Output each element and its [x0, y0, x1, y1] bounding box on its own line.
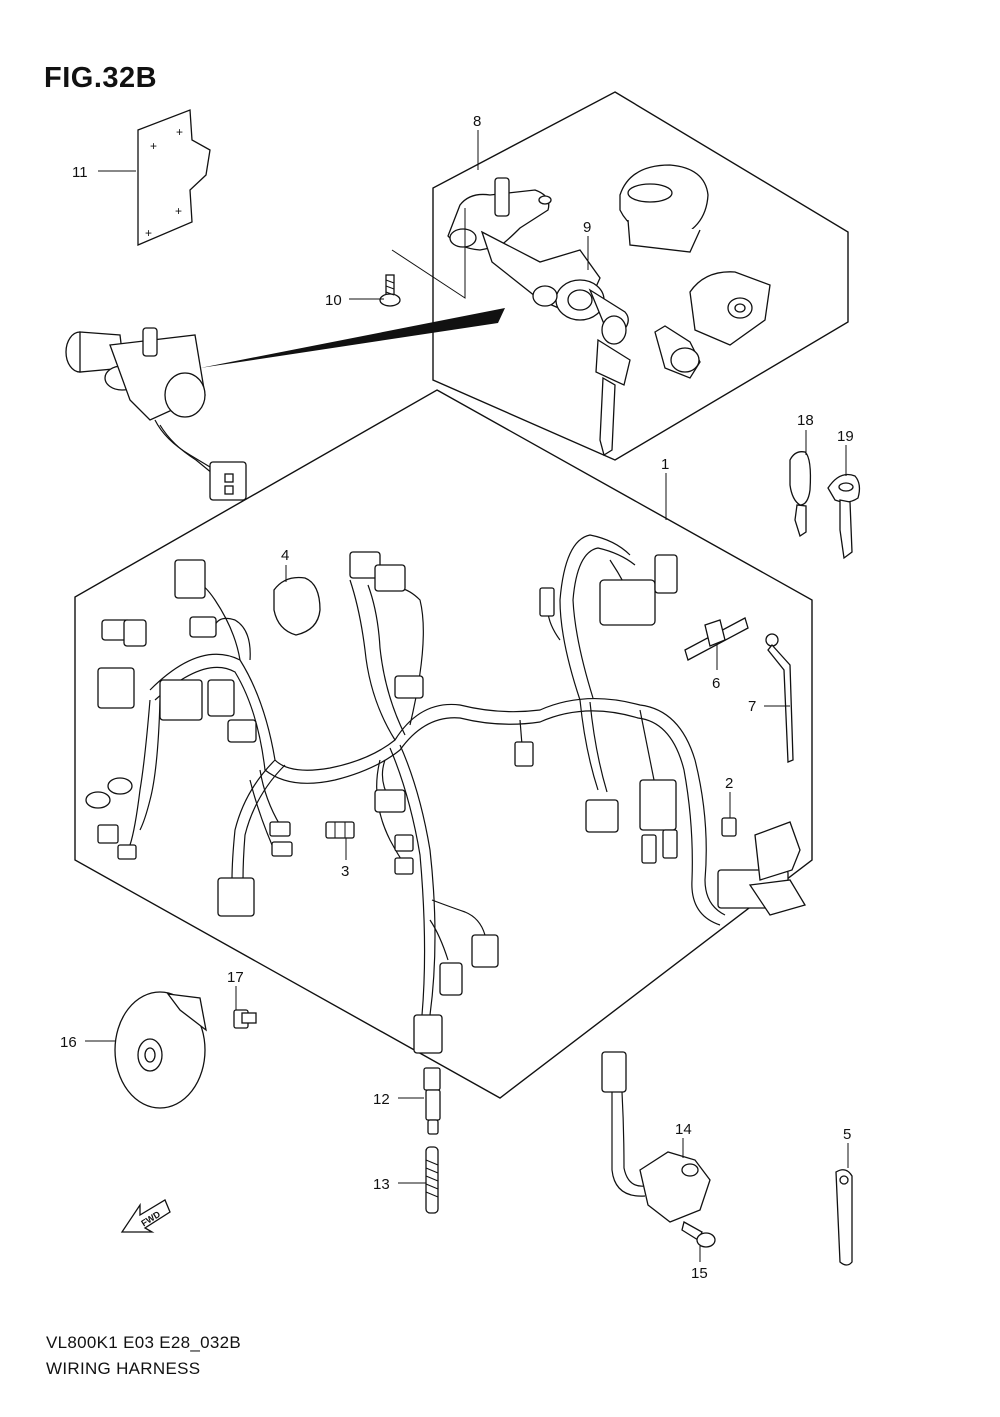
callout-18: 18 — [797, 412, 814, 429]
bolt-10-part — [379, 274, 401, 307]
group-reference-wedge — [200, 308, 505, 368]
callout-8: 8 — [473, 113, 481, 130]
callout-11: 11 — [72, 164, 88, 181]
spring-13-part — [425, 1146, 439, 1214]
callout-1: 1 — [661, 456, 669, 473]
horn-16-part — [114, 991, 207, 1109]
diagram-name: WIRING HARNESS — [46, 1359, 201, 1378]
callout-15: 15 — [691, 1265, 708, 1282]
ignition-switch-part — [447, 177, 631, 457]
callout-19: 19 — [837, 428, 854, 445]
bolt-17-part — [233, 1009, 257, 1029]
svg-text:+: + — [150, 139, 157, 153]
sensor-14-part — [601, 1051, 711, 1223]
clamp-6-part — [684, 617, 749, 661]
callout-9: 9 — [583, 219, 591, 236]
ignition-switch-assembly-part — [65, 327, 247, 501]
harness-connectors — [85, 551, 806, 1054]
lock-cap-part — [619, 164, 709, 253]
callout-labels: 1 2 3 4 5 6 7 8 9 10 11 12 13 14 15 16 1… — [60, 113, 854, 1282]
figure-title: FIG.32B — [44, 62, 158, 94]
callout-3: 3 — [341, 863, 349, 880]
fuse-2-part — [721, 817, 737, 837]
diagram-code: VL800K1 E03 E28_032B — [46, 1333, 242, 1352]
switch-12-part — [423, 1067, 441, 1135]
callout-12: 12 — [373, 1091, 390, 1108]
callout-7: 7 — [748, 698, 756, 715]
callout-2: 2 — [725, 775, 733, 792]
svg-text:+: + — [175, 204, 182, 218]
callout-16: 16 — [60, 1034, 77, 1051]
forward-direction-arrow: FWD — [120, 1199, 171, 1233]
wiring-harness-part — [129, 534, 726, 1016]
wiring-harness-frame — [74, 389, 813, 1099]
bolt-bracket-line — [391, 208, 466, 299]
callout-5: 5 — [843, 1126, 851, 1143]
callout-4: 4 — [281, 547, 289, 564]
bolt-15-part — [681, 1221, 716, 1248]
callout-10: 10 — [325, 292, 342, 309]
callout-17: 17 — [227, 969, 244, 986]
callout-leader-lines — [85, 130, 849, 1262]
key-19-part — [827, 473, 861, 560]
small-lock-part — [654, 325, 701, 379]
callout-14: 14 — [675, 1121, 692, 1138]
fuse-3-part — [325, 821, 355, 839]
plate-11-part: + + + + — [137, 109, 211, 246]
svg-text:+: + — [176, 125, 183, 139]
clamp-5-part — [835, 1169, 853, 1266]
key-18-part — [789, 451, 812, 538]
callout-13: 13 — [373, 1176, 390, 1193]
svg-text:+: + — [145, 226, 152, 240]
band-7-part — [765, 633, 794, 763]
ignition-switch-group-frame — [432, 91, 849, 461]
lock-cylinder-part — [689, 271, 771, 346]
callout-6: 6 — [712, 675, 720, 692]
